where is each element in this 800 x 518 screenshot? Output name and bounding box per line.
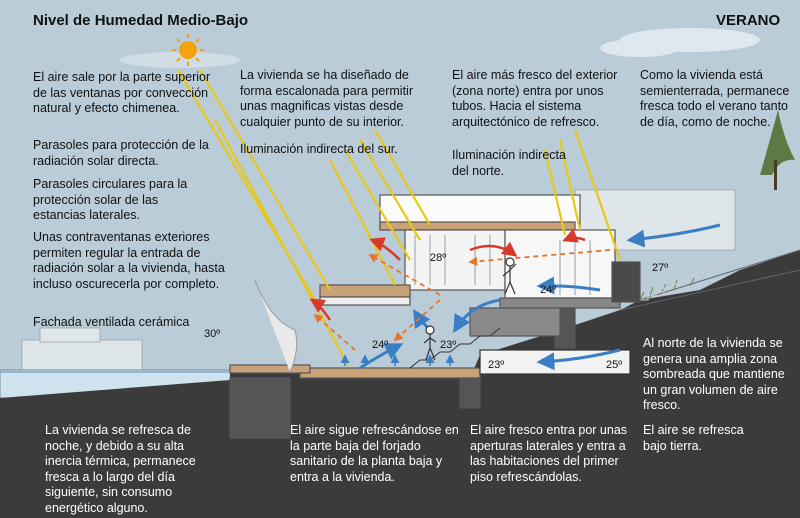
note-south-light: Iluminación indirecta del sur. — [240, 142, 398, 156]
note-sunshades: Parasoles para protección de la radiació… — [33, 138, 209, 168]
temp-lower-left: 24º — [372, 339, 388, 351]
temp-upper-room: 28º — [430, 252, 446, 264]
tree — [760, 110, 795, 190]
temp-duct-out: 23º — [488, 359, 504, 371]
note-ground-cooling: El aire se refresca bajo tierra. — [643, 423, 744, 453]
note-night-cooling: La vivienda se refresca de noche, y debi… — [45, 423, 196, 515]
temperature-labels: 30º 28º 24º 24º 23º 27º 25º 23º — [204, 252, 668, 371]
temp-duct-in: 25º — [606, 359, 622, 371]
warm-air-arrow-icon — [309, 228, 586, 321]
terrain-lines — [619, 249, 800, 311]
ventilated-facade — [254, 279, 298, 373]
note-hot-air-exit: El aire sale por la parte superior de la… — [33, 70, 211, 115]
temp-outdoor-north: 27º — [652, 262, 668, 274]
note-side-openings: El aire fresco entra por unas aperturas … — [470, 423, 628, 484]
note-cool-air-intake: El aire más fresco del exterior (zona no… — [452, 68, 618, 129]
north-steps — [640, 255, 736, 301]
diagram-title: Nivel de Humedad Medio-Bajo — [33, 12, 249, 29]
internal-flow-dashed — [313, 249, 611, 351]
note-circular-sunshades: Parasoles circulares para la protección … — [33, 177, 188, 222]
sun-icon — [172, 34, 204, 66]
temp-lower-right: 23º — [440, 339, 456, 351]
note-north-shade: Al norte de la vivienda se genera una am… — [643, 336, 785, 412]
person-icon — [423, 257, 517, 361]
sun-rays — [177, 69, 622, 366]
note-semi-buried: Como la vivienda está semienterrada, per… — [640, 68, 790, 129]
note-shutters: Unas contraventanas exteriores permiten … — [33, 230, 225, 291]
note-stepped-design: La vivienda se ha diseñado de forma esca… — [240, 68, 413, 129]
ground — [0, 250, 800, 518]
season-label: VERANO — [716, 12, 781, 29]
note-facade: Fachada ventilada cerámica — [33, 315, 190, 329]
note-north-light: Iluminación indirecta del norte. — [452, 148, 566, 178]
temp-north-room: 24º — [540, 284, 556, 296]
temp-outdoor-south: 30º — [204, 328, 220, 340]
cool-air-small-arrows — [340, 354, 455, 366]
note-floor-cooling: El aire sigue refrescándose en la parte … — [290, 423, 459, 484]
clouds — [120, 28, 760, 68]
internal-stairs — [409, 327, 501, 369]
